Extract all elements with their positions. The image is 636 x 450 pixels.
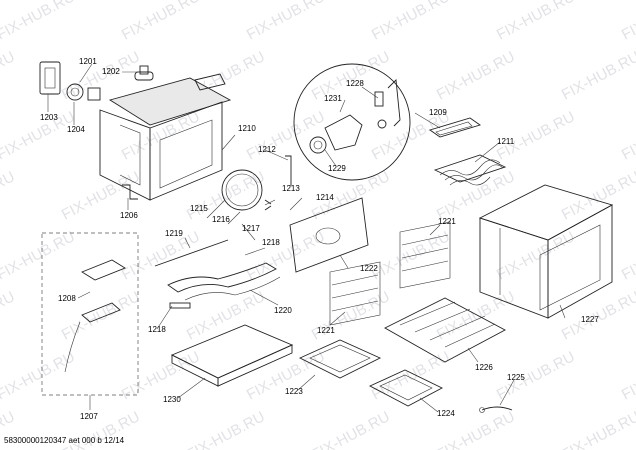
watermark-text: FIX-HUB.RU (0, 108, 78, 163)
broil-element-and-bars (154, 239, 281, 309)
label-1221-left: 1221 (317, 326, 335, 335)
watermark-text: FIX-HUB.RU (244, 0, 328, 44)
watermark-text: FIX-HUB.RU (119, 0, 203, 44)
watermark-text: FIX-HUB.RU (0, 168, 18, 223)
label-1220: 1220 (274, 306, 292, 315)
probe-1225 (479, 406, 513, 413)
watermark-text: FIX-HUB.RU (369, 348, 453, 403)
part-labels: 1201 1202 1203 1204 1206 1207 1208 1209 … (40, 57, 599, 421)
outer-oven-cavity (478, 184, 614, 319)
label-1230: 1230 (163, 395, 181, 404)
label-1231: 1231 (324, 94, 342, 103)
label-1222: 1222 (360, 264, 378, 273)
leader-lines (47, 63, 566, 413)
label-1215: 1215 (190, 204, 208, 213)
watermark-text: FIX-HUB.RU (0, 228, 78, 283)
label-1204: 1204 (67, 125, 85, 134)
watermark-text: FIX-HUB.RU (619, 108, 636, 163)
label-1208: 1208 (58, 294, 76, 303)
watermark-text: FIX-HUB.RU (494, 0, 578, 44)
watermark-text: FIX-HUB.RU (619, 0, 636, 44)
drawing-reference-footer: 58300000120347 aet 000 b 12/14 (4, 436, 125, 445)
watermark-text: FIX-HUB.RU (0, 288, 18, 343)
bracket-1206 (122, 184, 138, 200)
label-1228: 1228 (346, 79, 364, 88)
label-1217: 1217 (242, 224, 260, 233)
door-lock-component (39, 61, 61, 95)
accessory-box-1207 (41, 232, 139, 410)
label-1229: 1229 (328, 164, 346, 173)
watermark-text: FIX-HUB.RU (434, 48, 518, 103)
broil-pan-and-grill (298, 339, 382, 379)
label-1210: 1210 (238, 124, 256, 133)
watermark-text: FIX-HUB.RU (244, 108, 328, 163)
watermark-text: FIX-HUB.RU (244, 228, 328, 283)
label-1224: 1224 (437, 409, 455, 418)
watermark-text: FIX-HUB.RU (559, 48, 636, 103)
oven-rack (384, 297, 506, 363)
watermark-text: FIX-HUB.RU (619, 228, 636, 283)
watermark-text: FIX-HUB.RU (0, 48, 18, 103)
watermark-text: FIX-HUB.RU (0, 0, 78, 44)
label-1209: 1209 (429, 108, 447, 117)
watermark-text: FIX-HUB.RU (494, 108, 578, 163)
watermark-text: FIX-HUB.RU (309, 408, 393, 450)
watermark-text: FIX-HUB.RU (309, 48, 393, 103)
watermark-text: FIX-HUB.RU (619, 348, 636, 403)
watermark-text: FIX-HUB.RU (559, 408, 636, 450)
label-1226: 1226 (475, 363, 493, 372)
label-1225: 1225 (507, 373, 525, 382)
drip-tray-1230 (170, 324, 294, 387)
label-1227: 1227 (581, 315, 599, 324)
fan-and-baffle (221, 155, 292, 211)
watermark-text: FIX-HUB.RU (119, 348, 203, 403)
label-1214: 1214 (316, 193, 334, 202)
convection-panel (289, 197, 369, 273)
detail-circle-inset (293, 63, 411, 181)
label-1206: 1206 (120, 211, 138, 220)
label-1218-bottom: 1218 (148, 325, 166, 334)
label-1218-top: 1218 (262, 238, 280, 247)
watermark-text: FIX-HUB.RU (559, 168, 636, 223)
watermark-text: FIX-HUB.RU (434, 288, 518, 343)
label-1221-right: 1221 (438, 217, 456, 226)
label-1212: 1212 (258, 145, 276, 154)
heating-element-assembly (428, 117, 507, 186)
label-1202: 1202 (102, 67, 120, 76)
rack-guides (329, 221, 451, 326)
watermark-text: FIX-HUB.RU (184, 408, 268, 450)
roasting-tray (368, 369, 443, 407)
label-1213: 1213 (282, 184, 300, 193)
label-1211: 1211 (497, 137, 515, 146)
label-1223: 1223 (285, 387, 303, 396)
motor-component (66, 83, 101, 101)
label-1207: 1207 (80, 412, 98, 421)
label-1201: 1201 (79, 57, 97, 66)
label-1203: 1203 (40, 113, 58, 122)
label-1219: 1219 (165, 229, 183, 238)
watermark-text: FIX-HUB.RU (369, 0, 453, 44)
label-1216: 1216 (212, 215, 230, 224)
watermark-text: FIX-HUB.RU (184, 288, 268, 343)
oven-cavity-top-assembly (99, 65, 232, 201)
watermark-text: FIX-HUB.RU (119, 228, 203, 283)
